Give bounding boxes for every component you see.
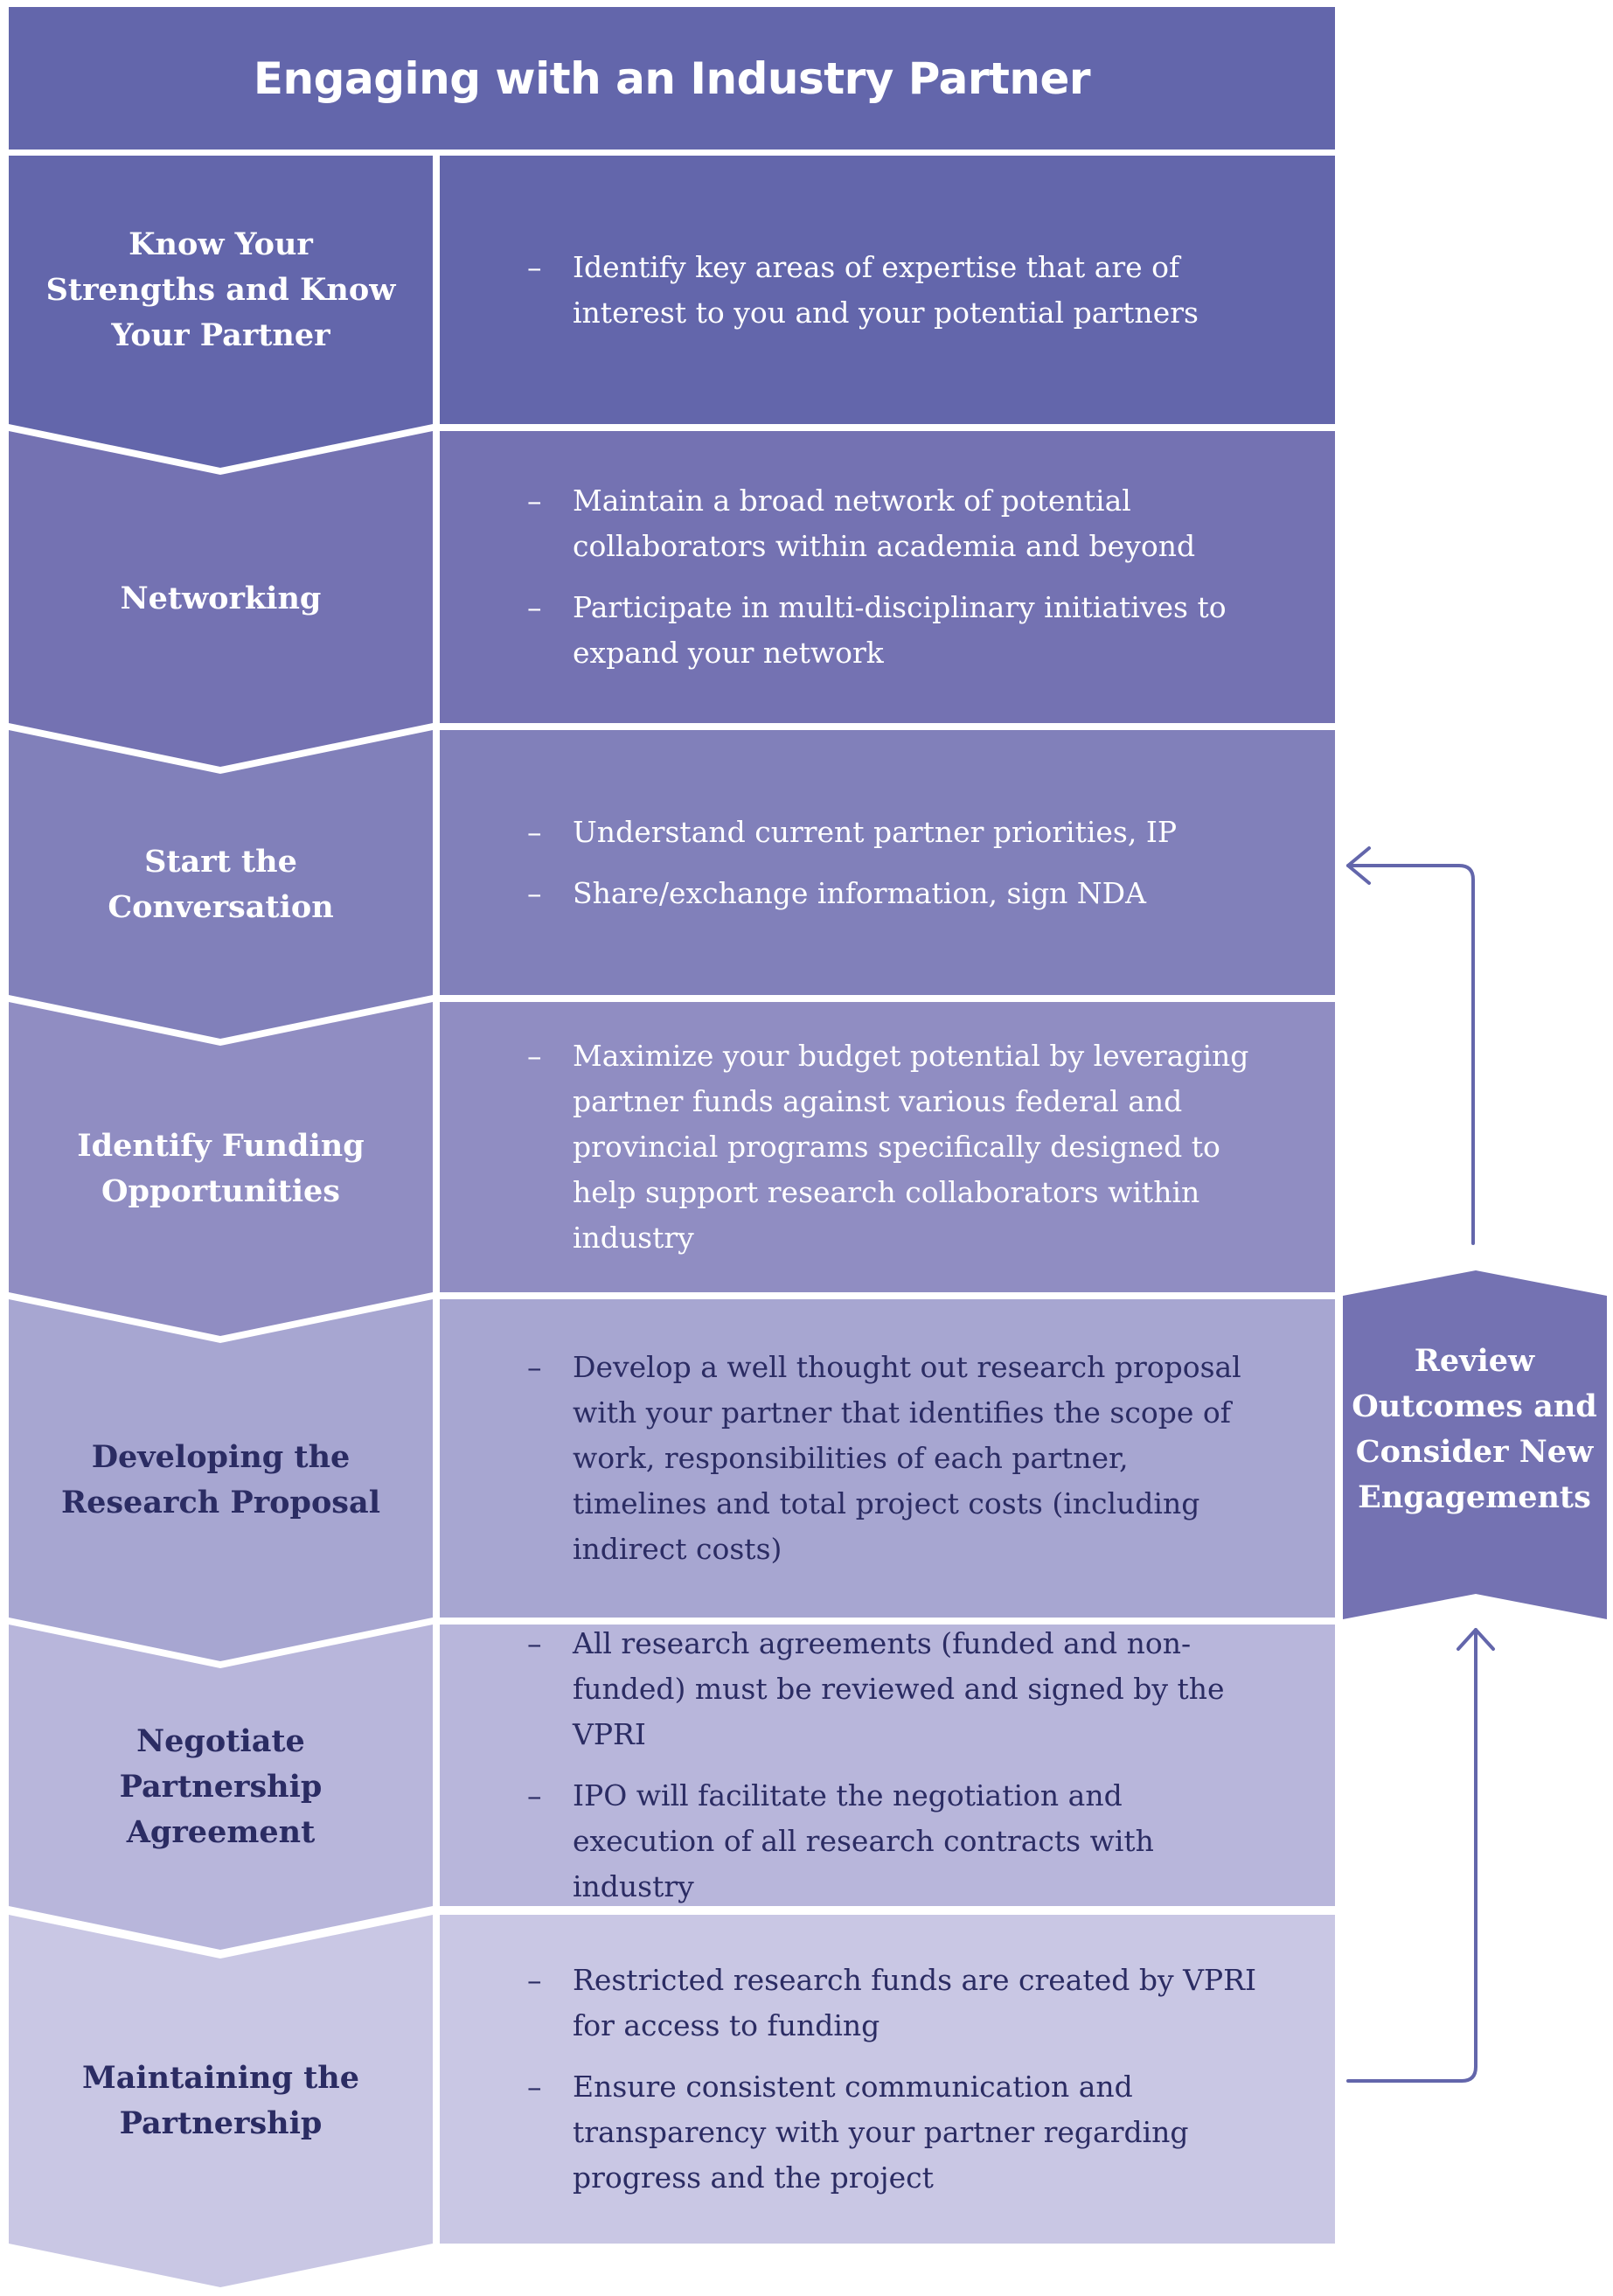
step-chevron-7 xyxy=(9,1915,433,2287)
step-body-7: –Restricted research funds are created b… xyxy=(440,1915,1335,2244)
bullet-item: –Maintain a broad network of potential c… xyxy=(527,478,1256,569)
bullet-dash: – xyxy=(527,2070,542,2104)
bullet-text: IPO will facilitate the negotiation and … xyxy=(573,1778,1154,1903)
step-panel-7 xyxy=(440,1915,1335,2244)
step-label-5: Developing the Research Proposal xyxy=(61,1439,380,1520)
bullet-item: –Ensure consistent communication and tra… xyxy=(527,2064,1256,2201)
bullet-dash: – xyxy=(527,1778,542,1812)
step-label-2: Networking xyxy=(120,581,322,616)
page-title: Engaging with an Industry Partner xyxy=(253,52,1091,104)
bullet-dash: – xyxy=(527,875,542,910)
bullet-text: Develop a well thought out research prop… xyxy=(573,1350,1241,1566)
bullet-item: –Share/exchange information, sign NDA xyxy=(527,871,1256,916)
bullet-text: Maintain a broad network of potential co… xyxy=(573,484,1196,563)
step-chevron-3 xyxy=(9,730,433,1039)
step-chevron-2 xyxy=(9,431,433,767)
bullet-dash: – xyxy=(527,249,542,284)
bullet-text: All research agreements (funded and non-… xyxy=(573,1626,1225,1751)
step-panel-4 xyxy=(440,1002,1335,1292)
bullet-text: Identify key areas of expertise that are… xyxy=(573,249,1199,330)
step-body-6: –All research agreements (funded and non… xyxy=(440,1625,1335,1906)
step-panel-6 xyxy=(440,1625,1335,1906)
step-chevron-1 xyxy=(9,156,433,468)
bullet-dash: – xyxy=(527,814,542,849)
review-step-label: Review Outcomes and Consider New Engagem… xyxy=(1352,1343,1597,1515)
bullet-text: Understand current partner priorities, I… xyxy=(573,814,1178,849)
step-label-3: Start the Conversation xyxy=(108,843,334,925)
step-panel-5 xyxy=(440,1299,1335,1618)
step-label-7: Maintaining the Partnership xyxy=(81,2060,360,2141)
bullet-item: –Identify key areas of expertise that ar… xyxy=(527,245,1256,336)
step-chevron-4 xyxy=(9,1002,433,1336)
feedback-arrow-head-icon xyxy=(1457,1628,1495,1651)
bullet-item: –All research agreements (funded and non… xyxy=(527,1621,1256,1757)
bullet-item: –Participate in multi-disciplinary initi… xyxy=(527,585,1256,676)
step-body-3: –Understand current partner priorities, … xyxy=(440,730,1335,995)
bullet-dash: – xyxy=(527,1626,542,1660)
step-label-1: Know Your Strengths and Know Your Partne… xyxy=(45,226,396,353)
bullet-dash: – xyxy=(527,1039,542,1073)
step-label-6: Negotiate Partnership Agreement xyxy=(119,1723,323,1850)
bullet-text: Restricted research funds are created by… xyxy=(573,1963,1257,2042)
bullet-item: –Maximize your budget potential by lever… xyxy=(527,1033,1256,1261)
return-arrow-head-icon xyxy=(1346,846,1371,885)
bullet-item: –IPO will facilitate the negotiation and… xyxy=(527,1773,1256,1910)
step-chevron-6 xyxy=(9,1625,433,1950)
bullet-dash: – xyxy=(527,1350,542,1384)
bullet-text: Maximize your budget potential by levera… xyxy=(573,1039,1249,1255)
bullet-item: –Restricted research funds are created b… xyxy=(527,1958,1256,2049)
review-shape xyxy=(1343,1270,1607,1619)
step-body-2: –Maintain a broad network of potential c… xyxy=(440,431,1335,723)
bullet-item: –Understand current partner priorities, … xyxy=(527,810,1256,855)
bullet-dash: – xyxy=(527,484,542,518)
bullet-text: Participate in multi-disciplinary initia… xyxy=(573,590,1227,670)
step-body-4: –Maximize your budget potential by lever… xyxy=(440,1002,1335,1292)
return-arrow-line xyxy=(1346,864,1475,1245)
bullet-text: Share/exchange information, sign NDA xyxy=(573,875,1146,910)
step-panel-2 xyxy=(440,431,1335,723)
bullet-item: –Develop a well thought out research pro… xyxy=(527,1345,1256,1572)
step-body-5: –Develop a well thought out research pro… xyxy=(440,1299,1335,1618)
step-body-1: –Identify key areas of expertise that ar… xyxy=(440,156,1335,424)
bullet-dash: – xyxy=(527,1963,542,1997)
bullet-text: Ensure consistent communication and tran… xyxy=(573,2070,1189,2195)
step-panel-3 xyxy=(440,730,1335,995)
step-chevron-5 xyxy=(9,1299,433,1661)
bullet-dash: – xyxy=(527,590,542,624)
title-bar: Engaging with an Industry Partner xyxy=(9,7,1335,150)
step-panel-1 xyxy=(440,156,1335,424)
feedback-arrow-line xyxy=(1346,1628,1477,2083)
step-label-4: Identify Funding Opportunities xyxy=(77,1128,365,1209)
